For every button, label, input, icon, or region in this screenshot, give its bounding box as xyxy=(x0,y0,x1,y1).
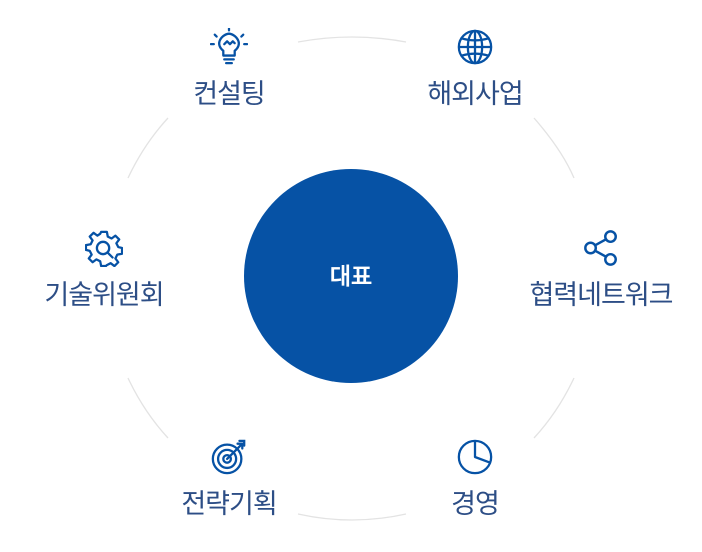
center-label: 대표 xyxy=(329,264,373,290)
node-committee[interactable]: 기술위원회 xyxy=(14,229,194,312)
node-label: 경영 xyxy=(451,489,500,520)
lightbulb-icon xyxy=(210,28,248,65)
node-network[interactable]: 협력네트워크 xyxy=(511,229,691,312)
center-node[interactable]: 대표 xyxy=(244,169,458,383)
globe-icon xyxy=(457,29,493,65)
ring-arc-bottom xyxy=(297,513,407,521)
node-label: 해외사업 xyxy=(427,79,523,110)
ring-arc-top-right xyxy=(533,117,575,179)
node-strategy[interactable]: 전략기획 xyxy=(139,438,319,521)
node-label: 전략기획 xyxy=(181,489,277,520)
pie-chart-icon xyxy=(457,439,493,475)
ring-arc-bottom-right xyxy=(533,377,575,439)
node-label: 컨설팅 xyxy=(193,79,266,110)
share-icon xyxy=(584,230,617,266)
gear-search-icon xyxy=(85,230,123,267)
ring-arc-top-left xyxy=(127,117,169,179)
node-overseas[interactable]: 해외사업 xyxy=(385,28,565,111)
ring-arc-top xyxy=(297,36,407,43)
node-management[interactable]: 경영 xyxy=(385,438,565,521)
node-label: 기술위원회 xyxy=(44,280,164,311)
node-consulting[interactable]: 컨설팅 xyxy=(139,28,319,111)
target-icon xyxy=(211,439,246,475)
node-label: 협력네트워크 xyxy=(529,280,673,311)
ring-arc-bottom-left xyxy=(127,377,169,439)
